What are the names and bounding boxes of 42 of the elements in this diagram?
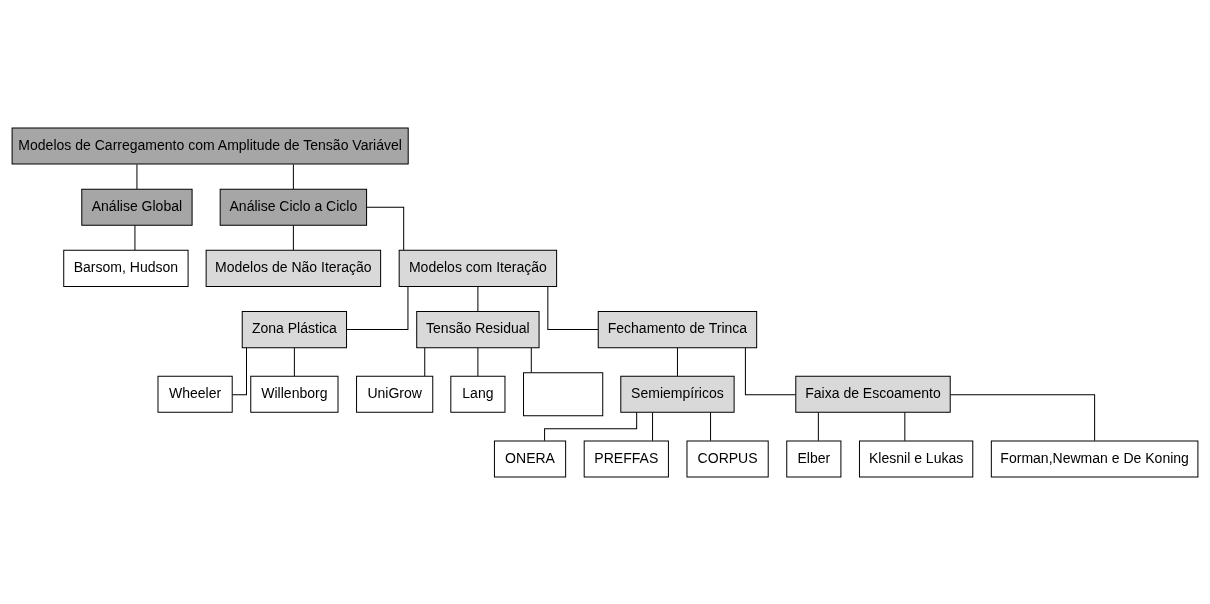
connector xyxy=(817,411,819,441)
connector xyxy=(710,411,712,441)
connector xyxy=(652,411,654,441)
node-box: Faixa de Escoamento xyxy=(795,375,951,413)
connector xyxy=(292,224,294,251)
connector xyxy=(136,163,138,189)
node-box: Modelos de Carregamento com Amplitude de Tensão Variável xyxy=(11,127,409,165)
node-box xyxy=(523,371,604,416)
node-box: CORPUS xyxy=(686,439,769,477)
connector xyxy=(904,411,906,441)
node-box: Fechamento de Trinca xyxy=(597,310,758,348)
node-box: Análise Global xyxy=(81,188,193,226)
node-box: Forman,Newman e De Koning xyxy=(990,439,1199,477)
node-box: Semiempíricos xyxy=(620,375,735,413)
connector xyxy=(134,224,136,251)
connector xyxy=(544,411,638,441)
connector xyxy=(547,285,599,330)
connector xyxy=(346,285,409,330)
node-box: Barsom, Hudson xyxy=(63,249,189,287)
node-box: Wheeler xyxy=(157,375,233,413)
node-box: PREFFAS xyxy=(583,439,669,477)
connector xyxy=(366,206,405,251)
connector xyxy=(477,346,479,377)
node-box: Modelos com Iteração xyxy=(398,249,558,287)
connector xyxy=(950,393,1096,441)
node-box: Lang xyxy=(450,375,506,413)
node-box: Elber xyxy=(786,439,842,477)
node-box: UniGrow xyxy=(356,375,434,413)
connector xyxy=(477,285,479,312)
connector xyxy=(676,346,678,377)
node-box: Willenborg xyxy=(250,375,339,413)
connector xyxy=(424,346,426,377)
node-box: Tensão Residual xyxy=(416,310,540,348)
connector xyxy=(744,346,796,395)
node-box: Klesnil e Lukas xyxy=(858,439,974,477)
connector xyxy=(293,346,295,377)
node-box: Zona Plástica xyxy=(241,310,348,348)
node-box: Modelos de Não Iteração xyxy=(205,249,382,287)
connector xyxy=(292,163,294,189)
node-box: Análise Ciclo a Ciclo xyxy=(219,188,368,226)
connector xyxy=(530,346,532,373)
node-box: ONERA xyxy=(493,439,567,477)
